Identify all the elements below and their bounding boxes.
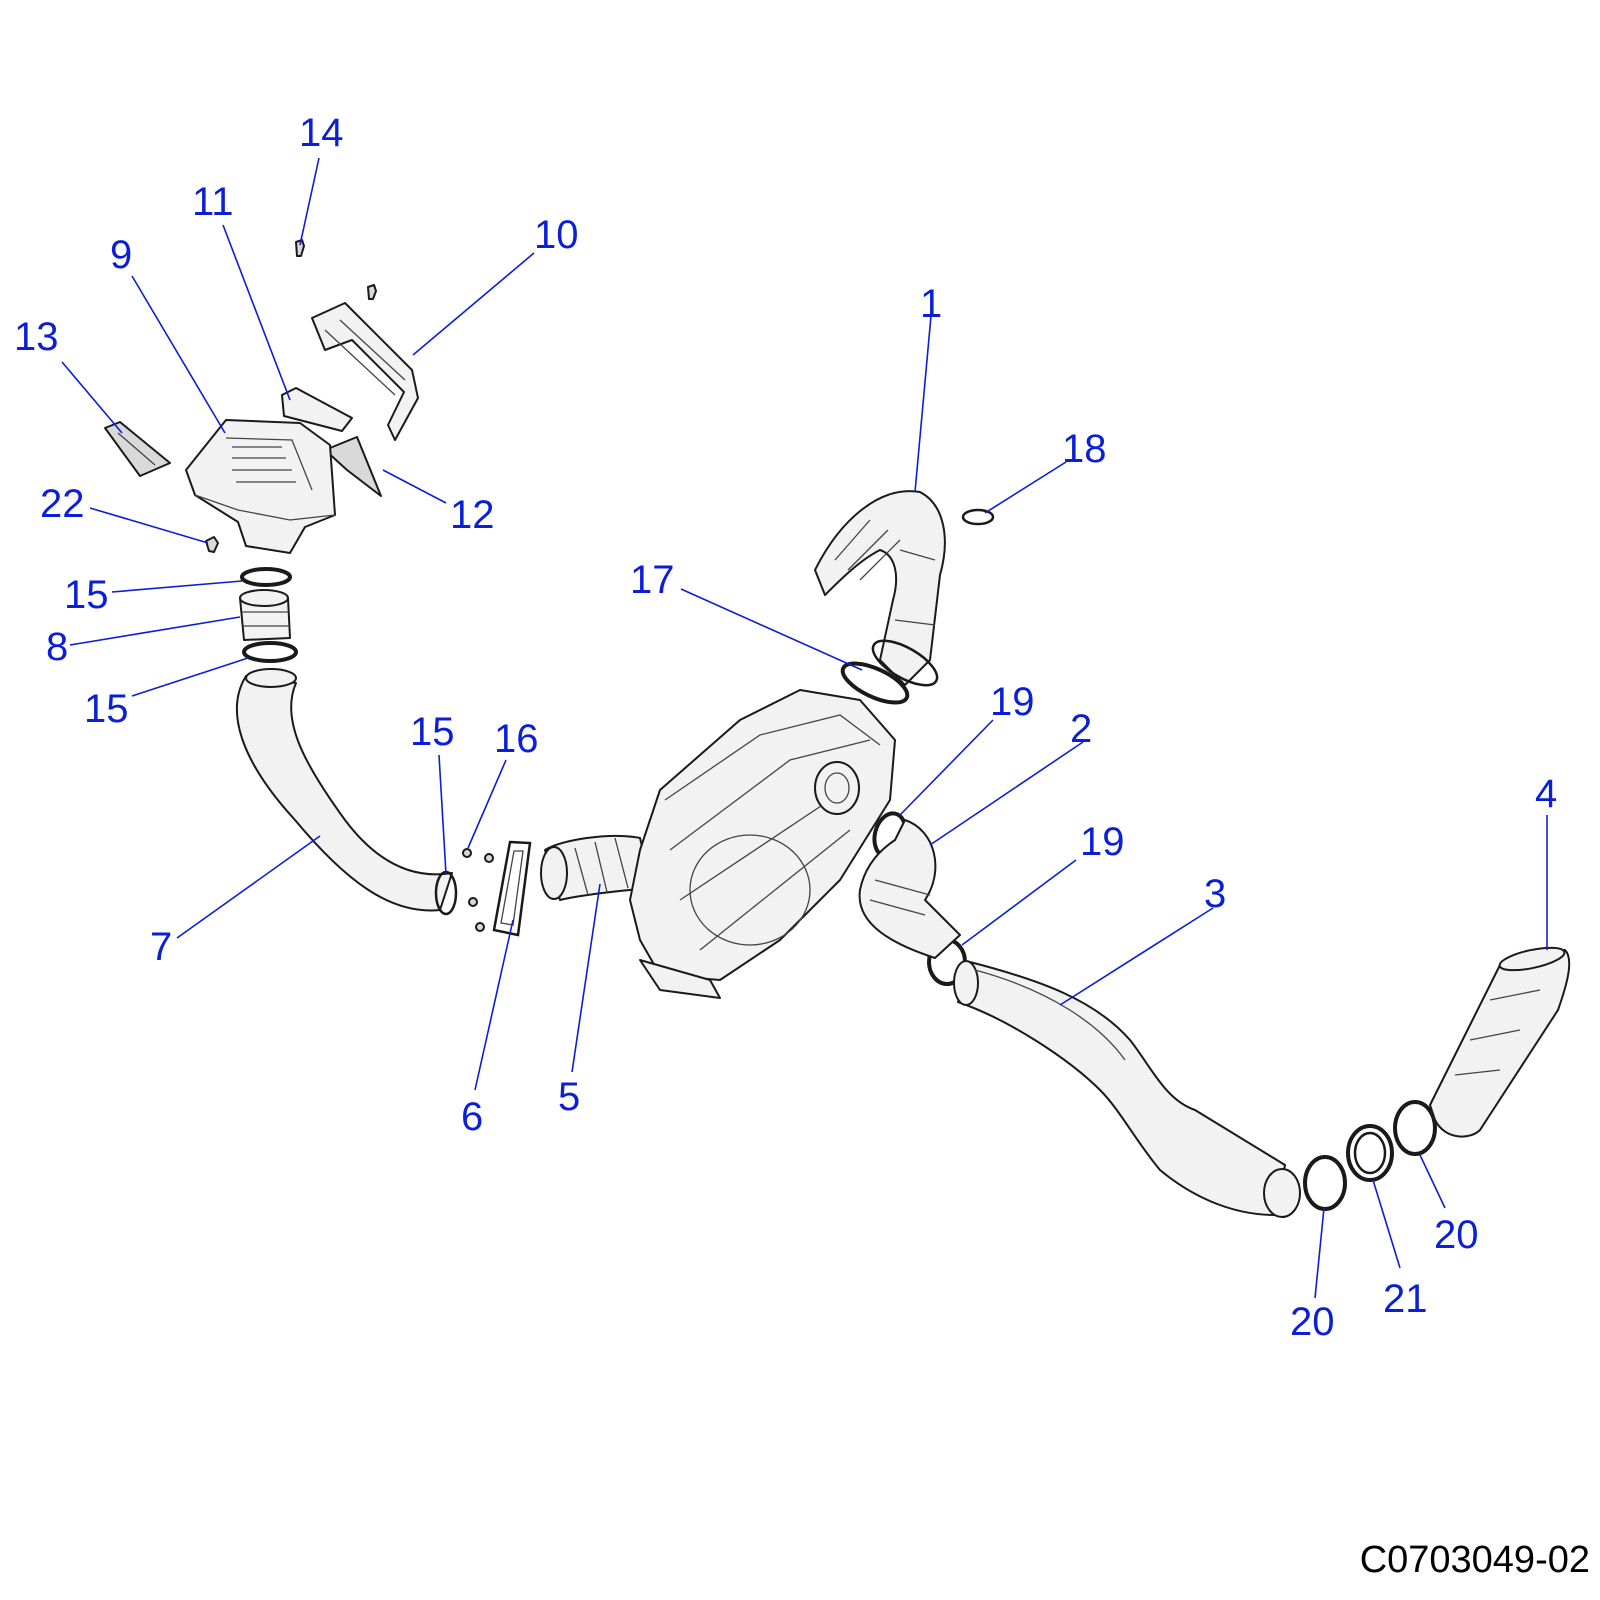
leader-6 [474,919,514,1091]
part-17-clamp [840,661,910,705]
leader-15c [438,754,447,875]
callout-8: 8 [46,625,68,669]
part-16-screws [462,848,494,932]
leader-19b [961,859,1077,946]
callout-7: 7 [150,925,172,969]
leader-10 [412,252,535,356]
part-4-outlet [1429,946,1571,1138]
part-2-elbow [858,819,961,959]
callout-22: 22 [40,482,85,526]
callout-3: 3 [1204,872,1226,916]
part-8-coupler [239,589,291,641]
part-3-long-duct [953,960,1301,1218]
callout-20a: 20 [1290,1300,1335,1344]
leader-15a [111,580,243,593]
callout-13: 13 [14,315,59,359]
callout-labels: 1 2 3 4 5 6 7 8 9 10 11 12 13 14 15 15 1… [14,111,1557,1344]
leader-20a [1314,1207,1325,1299]
cvt-housing [629,689,896,999]
part-20-21-clamps [1303,1100,1437,1211]
callout-20b: 20 [1434,1213,1479,1257]
part-9-intake-box [185,419,336,554]
callout-11: 11 [192,180,234,224]
callout-1: 1 [920,282,942,326]
callout-4: 4 [1535,772,1557,816]
callout-12: 12 [450,493,495,537]
leader-17 [680,588,863,671]
callout-19b: 19 [1080,820,1125,864]
part-15-clamp-top [240,567,298,663]
part-13-filter [104,421,171,477]
callout-10: 10 [534,213,579,257]
callout-14: 14 [299,111,344,155]
callout-2: 2 [1070,707,1092,751]
callout-15a: 15 [64,573,109,617]
leader-16 [467,759,507,849]
callout-17: 17 [630,558,675,602]
leader-22 [89,507,209,544]
part-5-adapter [540,834,653,901]
part-11-plate [281,387,353,432]
leader-13 [61,361,123,434]
leader-1 [914,315,932,493]
diagram-code: C0703049-02 [1359,1539,1590,1581]
callout-6: 6 [461,1095,483,1139]
leader-lines [61,157,1548,1299]
leader-2 [929,741,1084,846]
leader-3 [1059,907,1214,1006]
leader-21 [1372,1179,1401,1269]
callout-16: 16 [494,717,539,761]
part-22-clip [205,536,219,553]
leader-8 [69,616,241,646]
callout-21: 21 [1383,1277,1428,1321]
part-1-duct [814,490,946,687]
leader-12 [382,469,447,504]
leader-20b [1419,1154,1446,1209]
part-12-filter [324,436,382,497]
leader-19a [899,719,994,816]
leader-14 [299,157,320,246]
callout-15c: 15 [410,710,455,754]
part-14-screw [295,239,377,300]
callout-15b: 15 [84,687,129,731]
leader-11 [222,224,291,401]
part-18-ring [961,508,995,526]
leader-7 [176,835,321,939]
callout-5: 5 [558,1075,580,1119]
part-10-bracket [311,302,419,441]
leader-5 [571,883,601,1073]
callout-18: 18 [1062,427,1107,471]
leader-15b [131,657,249,697]
part-6-gasket [492,840,532,937]
part-7-hose [235,668,458,916]
callout-9: 9 [110,233,132,277]
leader-9 [131,275,226,434]
callout-19a: 19 [990,680,1035,724]
leader-18 [984,461,1067,514]
